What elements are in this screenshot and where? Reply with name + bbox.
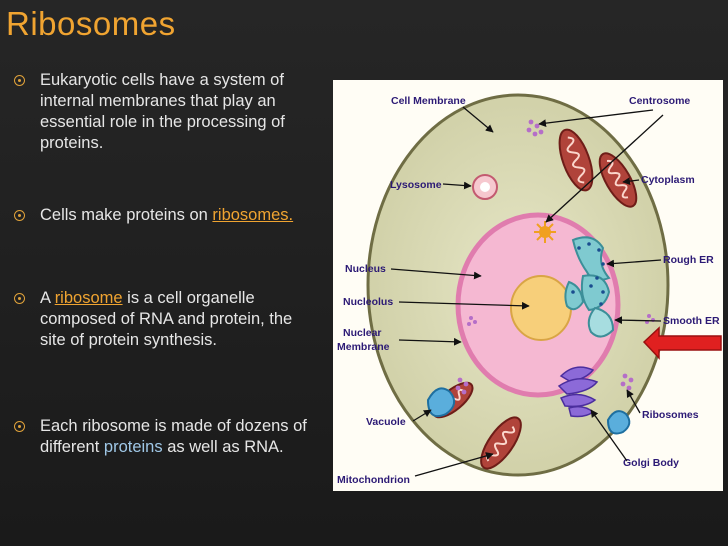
bullet-2-pre: Cells make proteins on — [40, 206, 213, 224]
golgi-body — [557, 366, 599, 418]
vacuole-2 — [606, 410, 631, 435]
bullet-marker-icon — [14, 421, 25, 432]
label-nucleolus: Nucleolus — [343, 296, 393, 308]
mitochondrion-top-2 — [598, 152, 638, 208]
label-cytoplasm: Cytoplasm — [641, 174, 695, 186]
label-membrane: Membrane — [337, 341, 390, 353]
slide-title: Ribosomes — [6, 5, 176, 42]
ribosomes-link[interactable]: ribosomes. — [212, 206, 294, 224]
bullet-1-text: Eukaryotic cells have a system of intern… — [40, 71, 285, 152]
label-cell-membrane: Cell Membrane — [391, 95, 466, 107]
bullet-3-post: is a cell organelle composed of RNA and … — [40, 289, 293, 349]
smooth-er — [587, 306, 615, 338]
label-ribosomes: Ribosomes — [642, 409, 699, 421]
ribosome-link[interactable]: ribosome — [54, 289, 123, 307]
proteins-term: proteins — [103, 438, 163, 456]
bullet-3-pre: A — [40, 289, 55, 307]
animal-cell-diagram: Cell Membrane Centrosome Lysosome Cytopl… — [333, 80, 723, 491]
label-nucleus: Nucleus — [345, 263, 386, 275]
label-vacuole: Vacuole — [366, 416, 406, 428]
bullet-2-text: Cells make proteins on ribosomes. — [40, 205, 322, 226]
mitochondrion-top — [558, 128, 594, 192]
label-lysosome: Lysosome — [390, 179, 442, 191]
label-nuclear: Nuclear — [343, 327, 382, 339]
rough-er-ribosomes — [571, 242, 605, 306]
label-golgi-body: Golgi Body — [623, 457, 679, 469]
cell-diagram-svg: Cell Membrane Centrosome Lysosome Cytopl… — [337, 93, 722, 486]
label-centrosome: Centrosome — [629, 95, 690, 107]
bullet-marker-icon — [14, 210, 25, 221]
label-smooth-er: Smooth ER — [663, 315, 720, 327]
label-pointer-arrows — [390, 106, 664, 477]
bullet-3-text: A ribosome is a cell organelle composed … — [40, 288, 322, 351]
lysosome-core — [480, 182, 490, 192]
label-rough-er: Rough ER — [663, 254, 714, 266]
centrosome — [534, 221, 556, 243]
ribosome-clusters — [455, 119, 655, 395]
label-mitochondrion: Mitochondrion — [337, 474, 410, 486]
nucleolus — [510, 275, 572, 341]
vacuole — [426, 387, 456, 418]
bullet-4-pre: Each ribosome is made of dozens of diffe… — [40, 417, 307, 456]
bullet-4-post: as well as RNA. — [162, 438, 284, 456]
bullet-4-text: Each ribosome is made of dozens of diffe… — [40, 416, 322, 458]
bullet-marker-icon — [14, 75, 25, 86]
rough-er — [564, 236, 611, 312]
bullet-marker-icon — [14, 293, 25, 304]
highlight-arrow — [642, 326, 722, 360]
